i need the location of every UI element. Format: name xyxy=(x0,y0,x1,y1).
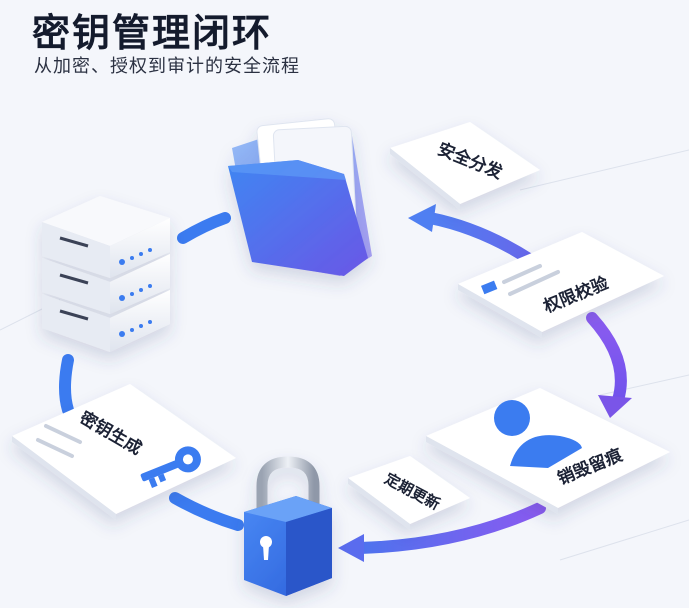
key-icon xyxy=(140,446,201,488)
user-icon xyxy=(494,400,582,468)
arrow-server-to-generate xyxy=(59,354,74,416)
arrow-server-to-folder xyxy=(177,212,231,244)
folder-icon xyxy=(228,118,372,276)
card-verify: 权限校验 xyxy=(458,232,664,338)
card-distribute: 安全分发 xyxy=(390,122,540,210)
server-icon xyxy=(42,196,170,352)
page-subtitle: 从加密、授权到审计的安全流程 xyxy=(34,56,300,77)
padlock-icon xyxy=(244,456,332,596)
page-title: 密钥管理闭环 xyxy=(32,11,273,55)
arrow-destroy-to-lock xyxy=(354,502,546,554)
arrow-heads xyxy=(338,204,632,562)
card-destroy: 销毁留痕 xyxy=(426,388,670,514)
card-rotate: 定期更新 xyxy=(348,456,470,530)
arrow-generate-to-lock xyxy=(169,492,244,531)
arrowhead-destroy xyxy=(598,395,632,418)
arrowhead-lock xyxy=(338,534,364,562)
arrowhead-folder xyxy=(408,204,436,232)
arrow-verify-to-destroy xyxy=(586,312,627,406)
card-generate: 密钥生成 xyxy=(12,384,236,520)
